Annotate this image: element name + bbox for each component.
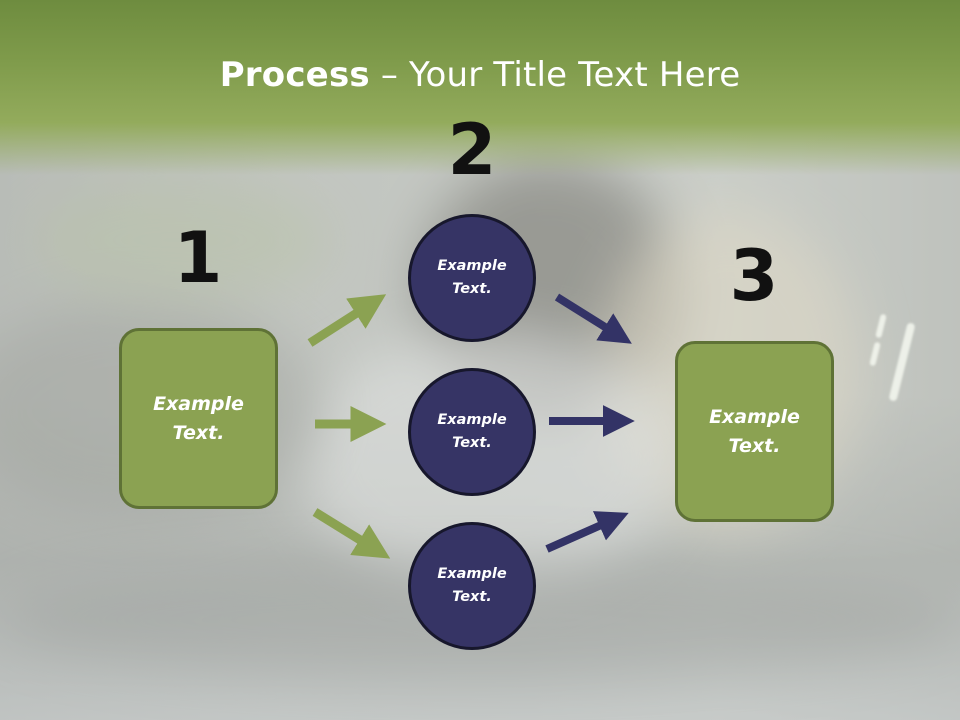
circle-bottom: Example Text. (408, 522, 536, 650)
left-step-box-line1: Example (153, 392, 244, 415)
circle-bottom-line2: Text. (452, 589, 492, 605)
left-step-box: Example Text. (119, 328, 278, 509)
title-bold: Process (219, 55, 370, 95)
right-step-box: Example Text. (675, 341, 834, 522)
right-step-box-line2: Text. (728, 434, 781, 457)
title-band (0, 0, 960, 175)
left-step-box-line2: Text. (172, 421, 225, 444)
circle-top: Example Text. (408, 214, 536, 342)
circle-middle-line2: Text. (452, 435, 492, 451)
circle-bottom-line1: Example (437, 566, 507, 582)
slide-title: Process – Your Title Text Here (0, 52, 960, 98)
arrow-top-to-right (554, 293, 632, 344)
step-number-3: 3 (729, 235, 779, 317)
right-step-box-text: Example Text. (709, 403, 800, 461)
background-blob (30, 180, 330, 300)
step-number-2: 2 (447, 109, 497, 191)
circle-middle-line1: Example (437, 412, 507, 428)
right-step-box-line1: Example (709, 405, 800, 428)
circle-top-text: Example Text. (437, 255, 506, 301)
circle-top-line2: Text. (452, 281, 492, 297)
step-number-1: 1 (173, 217, 223, 299)
arrow-left-to-top (307, 294, 387, 347)
arrow-bottom-to-right (545, 511, 629, 553)
left-step-box-text: Example Text. (153, 390, 244, 448)
circle-top-line1: Example (437, 258, 507, 274)
title-rest: – Your Title Text Here (369, 55, 741, 95)
circle-middle-text: Example Text. (437, 409, 506, 455)
circle-middle: Example Text. (408, 368, 536, 496)
arrow-left-to-bottom (312, 508, 391, 559)
circle-bottom-text: Example Text. (437, 563, 506, 609)
